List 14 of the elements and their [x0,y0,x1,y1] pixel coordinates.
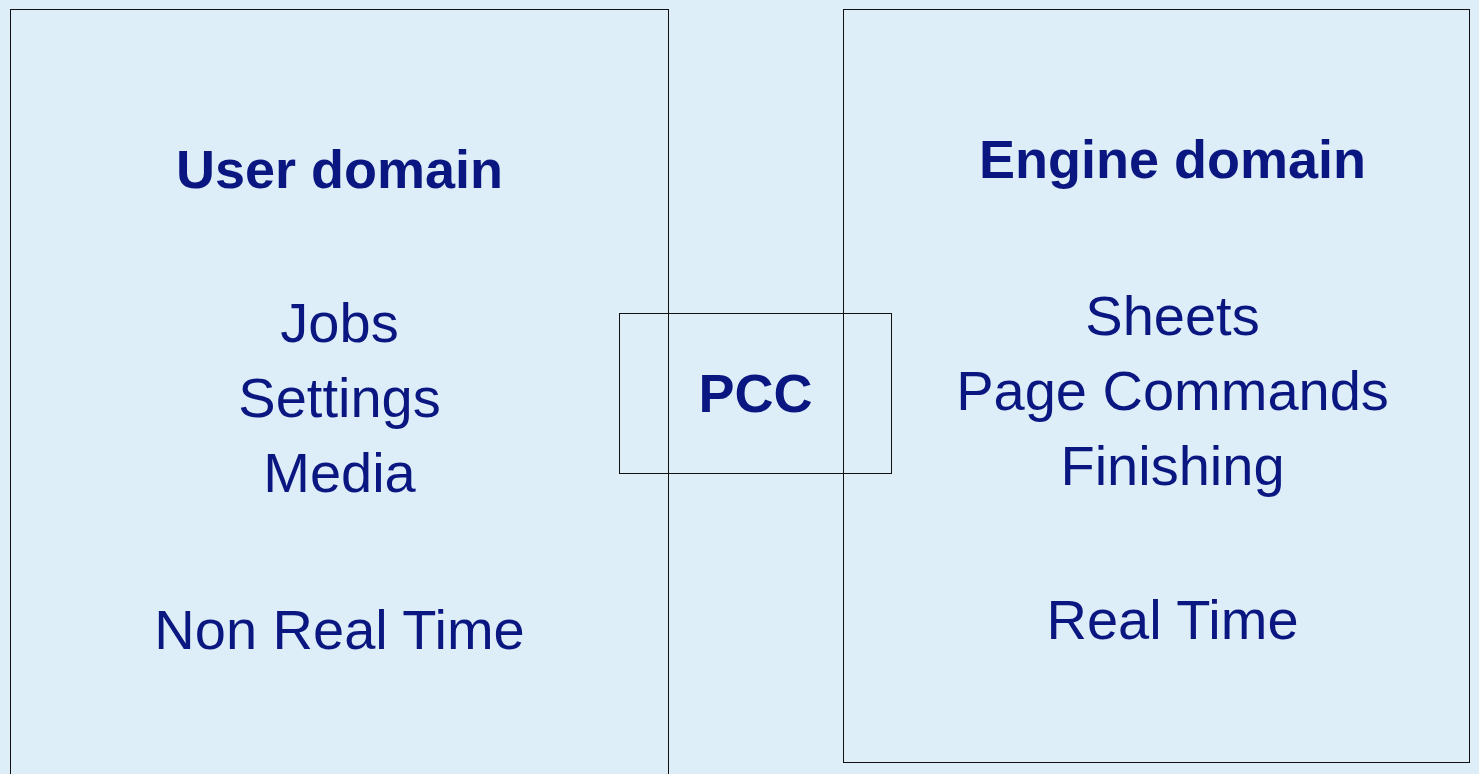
box-label: PCC [698,362,813,425]
panel-text: Sheets [1085,284,1260,349]
panel-text: Settings [238,366,441,431]
panel-text: Finishing [1060,434,1285,499]
panel-text: Page Commands [956,359,1389,424]
panel-text: Media [263,441,416,506]
panel-text: Jobs [280,291,399,356]
panel-text: Real Time [1046,588,1299,653]
panel-heading: Engine domain [979,128,1366,191]
domain-panel [843,9,1470,763]
interface-box [619,313,892,474]
panel-text: Non Real Time [154,598,525,663]
domain-panel [10,9,669,774]
panel-heading: User domain [175,138,504,201]
